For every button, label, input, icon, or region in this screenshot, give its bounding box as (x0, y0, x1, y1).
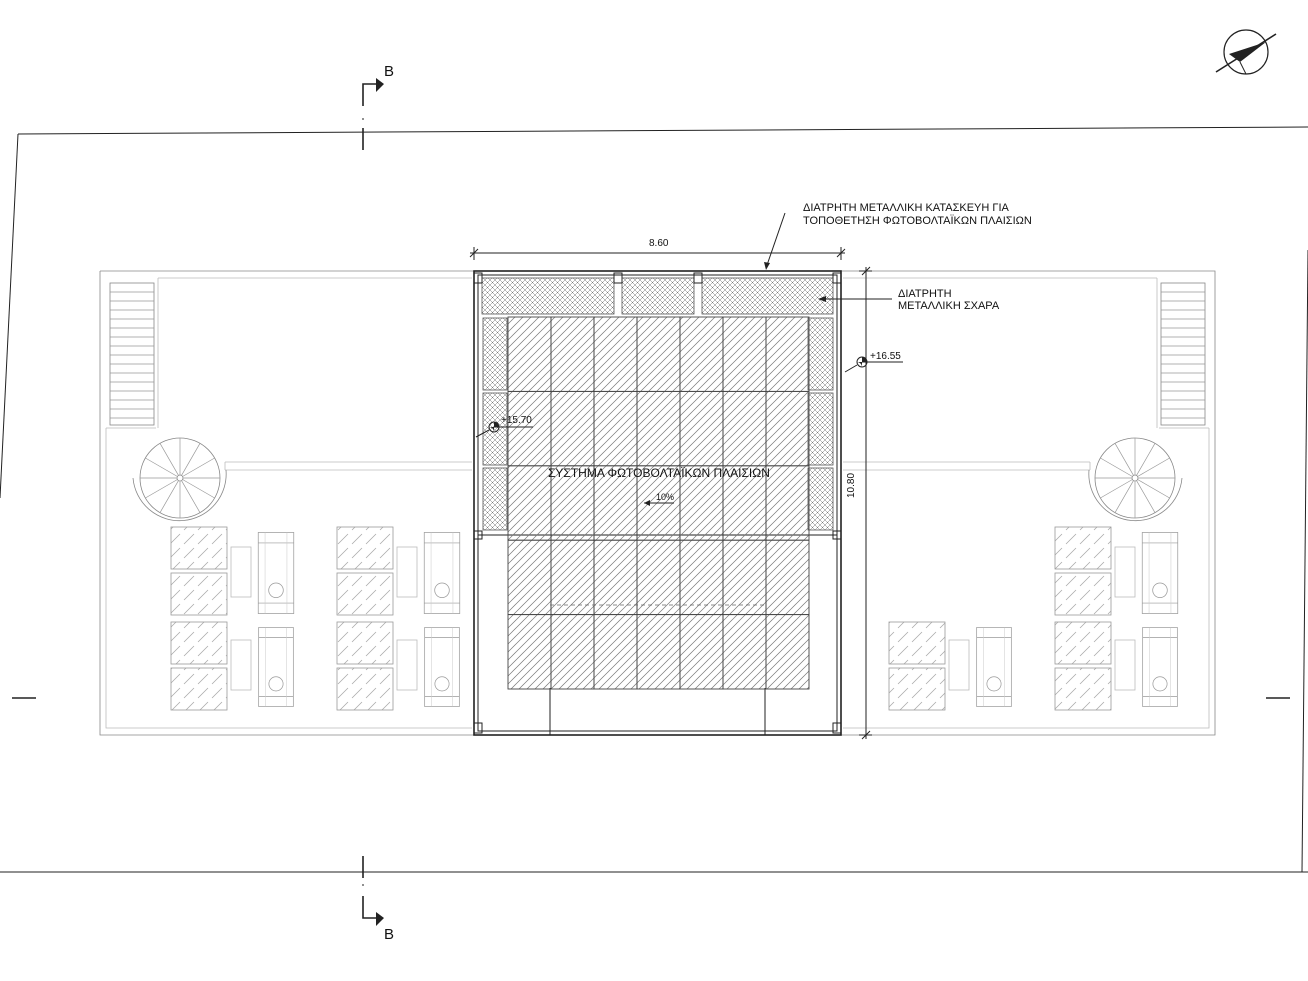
dimension-width (469, 247, 846, 260)
section-line-b (362, 78, 384, 926)
pv-panel (593, 539, 638, 616)
level-marker-upper (844, 356, 903, 373)
pv-panel (507, 390, 552, 467)
annotation-grating-1: ΔΙΑΤΡΗΤΗ (898, 288, 952, 300)
spiral-stair-left (132, 437, 227, 522)
level-upper-label: +16.55 (870, 351, 901, 362)
annotation-pv-system: ΣΥΣΤΗΜΑ ΦΩΤΟΒΟΛΤΑΪΚΩΝ ΠΛΑΙΣΙΩΝ (548, 466, 770, 480)
pv-panel (550, 316, 595, 392)
pv-panel (636, 390, 681, 467)
section-label-top: B (384, 63, 395, 80)
pv-panel (550, 539, 595, 616)
pv-panel (507, 465, 552, 541)
pv-panel (593, 614, 638, 690)
furniture-left-2 (170, 621, 294, 711)
furniture-right-1 (1054, 526, 1179, 616)
pv-panel (593, 390, 638, 467)
pv-panel (765, 390, 810, 467)
spiral-stair-right (1088, 437, 1183, 522)
left-stairs (109, 282, 155, 426)
right-stairs (1160, 282, 1206, 426)
roof-outline (99, 270, 1216, 736)
pv-panel (765, 316, 810, 392)
annotation-slope: 10% (656, 492, 675, 502)
furniture-right-2 (1054, 621, 1178, 711)
pv-panel (507, 614, 552, 690)
north-arrow-icon (1215, 29, 1277, 75)
furniture-left-4 (336, 621, 460, 711)
pv-structure (473, 270, 842, 736)
annotation-grating-2: ΜΕΤΑΛΛΙΚΗ ΣΧΑΡΑ (898, 300, 1000, 312)
furniture-right-3 (888, 621, 1012, 711)
pv-panel (636, 539, 681, 616)
pv-panel (722, 465, 767, 541)
pv-panel (765, 465, 810, 541)
pv-panel (679, 316, 724, 392)
pv-panel (765, 539, 810, 616)
pv-panel (507, 316, 552, 392)
dimension-height (859, 266, 872, 740)
furniture-left-3 (336, 526, 461, 616)
pv-panel (636, 316, 681, 392)
annotation-perforated-structure-1: ΔΙΑΤΡΗΤΗ ΜΕΤΑΛΛΙΚΗ ΚΑΤΑΣΚΕΥΗ ΓΙΑ (803, 202, 1009, 214)
pv-panel (550, 614, 595, 690)
level-lower-label: +15.70 (501, 415, 532, 426)
furniture-left-1 (170, 526, 295, 616)
plot-boundary (0, 126, 1308, 873)
pv-panel (765, 614, 810, 690)
pv-panel (722, 316, 767, 392)
pv-panel (636, 614, 681, 690)
pv-panel (679, 539, 724, 616)
dimension-height-label: 10.80 (846, 472, 857, 498)
pv-panel (722, 614, 767, 690)
pv-panel (722, 539, 767, 616)
pv-panel (679, 614, 724, 690)
pv-panel (722, 390, 767, 467)
pv-panel (593, 316, 638, 392)
annotation-perforated-structure-2: ΤΟΠΟΘΕΤΗΣΗ ΦΩΤΟΒΟΛΤΑΪΚΩΝ ΠΛΑΙΣΙΩΝ (803, 215, 1032, 227)
pv-panel (550, 390, 595, 467)
leader-lines (764, 212, 892, 302)
pv-panel (679, 390, 724, 467)
section-label-bottom: B (384, 926, 395, 943)
pv-panel (507, 539, 552, 616)
dimension-width-label: 8.60 (649, 238, 669, 249)
level-marker-lower (475, 421, 533, 438)
